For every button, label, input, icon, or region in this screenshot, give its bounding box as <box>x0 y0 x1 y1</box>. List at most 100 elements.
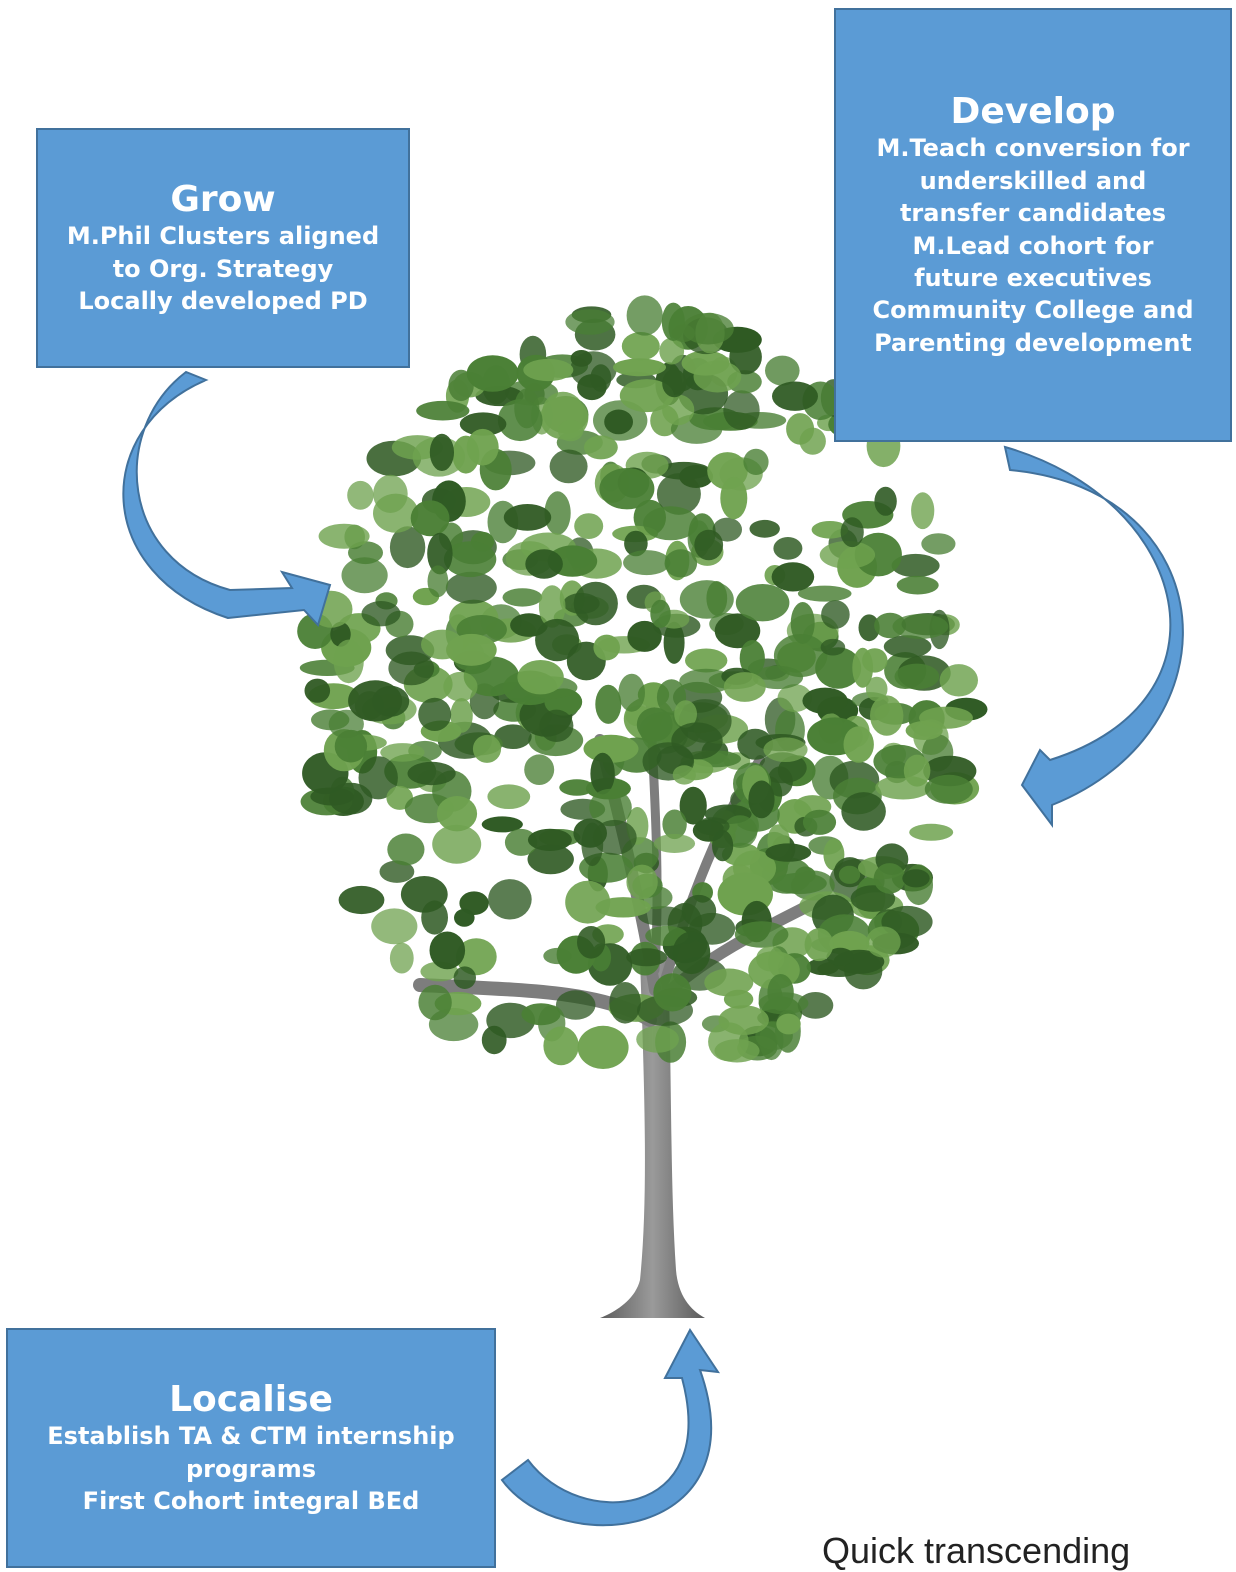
leaf-cluster <box>590 364 612 392</box>
leaf-cluster <box>497 399 543 442</box>
leaf-cluster <box>387 833 425 866</box>
leaf-cluster <box>429 433 454 471</box>
leaf-cluster <box>636 707 673 742</box>
leaf-cluster <box>749 519 780 538</box>
leaf-cluster <box>609 982 641 1024</box>
leaf-cluster <box>865 676 888 702</box>
leaf-cluster <box>909 823 954 841</box>
leaf-cluster <box>388 651 435 686</box>
leaf-cluster <box>504 828 538 856</box>
localise-box: Localise Establish TA & CTM internship p… <box>6 1328 496 1568</box>
leaf-cluster <box>643 506 699 541</box>
leaf-cluster <box>481 1025 507 1055</box>
leaf-cluster <box>765 843 812 862</box>
leaf-cluster <box>544 491 571 535</box>
leaf-cluster <box>574 513 604 539</box>
leaf-cluster <box>523 358 574 382</box>
leaf-cluster <box>427 532 453 575</box>
localise-title: Localise <box>169 1378 333 1420</box>
leaf-cluster <box>896 575 939 595</box>
leaf-cluster <box>416 400 470 421</box>
leaf-cluster <box>589 788 632 827</box>
leaf-cluster <box>329 782 373 815</box>
leaf-cluster <box>773 634 828 678</box>
leaf-cluster <box>347 480 374 510</box>
leaf-cluster <box>723 672 766 702</box>
leaf-cluster <box>802 809 837 835</box>
leaf-cluster <box>902 869 930 888</box>
leaf-cluster <box>502 588 543 607</box>
leaf-cluster <box>466 355 519 392</box>
localise-line: Establish TA & CTM internship <box>47 1422 455 1451</box>
leaf-cluster <box>450 698 473 733</box>
leaf-cluster <box>870 695 904 736</box>
leaf-cluster <box>455 938 497 976</box>
leaf-cluster <box>623 550 671 576</box>
leaf-cluster <box>517 660 564 695</box>
leaf-cluster <box>873 863 906 894</box>
leaf-cluster <box>840 517 864 548</box>
tree-trunk <box>600 960 705 1318</box>
leaf-cluster <box>704 968 754 997</box>
leaf-cluster <box>618 673 645 712</box>
leaf-cluster <box>662 809 687 840</box>
leaf-cluster <box>723 390 760 430</box>
leaf-cluster <box>883 635 932 658</box>
leaf-cluster <box>734 921 789 948</box>
leaf-cluster <box>436 796 478 832</box>
leaf-cluster <box>804 928 834 962</box>
grow-box: Grow M.Phil Clusters aligned to Org. Str… <box>36 128 410 368</box>
leaf-cluster <box>593 634 620 661</box>
leaf-cluster <box>729 339 762 375</box>
leaf-cluster <box>854 532 902 577</box>
leaf-cluster <box>613 358 666 377</box>
grow-line: Locally developed PD <box>78 286 368 315</box>
leaf-cluster <box>494 724 532 749</box>
leaf-cluster <box>739 640 765 677</box>
leaf-cluster <box>459 412 507 436</box>
leaf-cluster <box>911 492 935 530</box>
leaf-cluster <box>373 474 408 513</box>
leaf-cluster <box>685 648 728 673</box>
leaf-cluster <box>743 448 769 475</box>
leaf-cluster <box>338 885 385 915</box>
leaf-cluster <box>682 312 734 345</box>
leaf-cluster <box>577 926 606 959</box>
leaf-cluster <box>903 754 931 787</box>
leaf-cluster <box>820 638 846 656</box>
leaf-cluster <box>524 754 555 785</box>
leaf-cluster <box>543 1026 579 1066</box>
tree-canopy <box>297 295 988 1069</box>
leaf-cluster <box>679 786 707 825</box>
leaf-cluster <box>924 774 973 804</box>
leaf-cluster <box>777 684 813 713</box>
leaf-cluster <box>671 324 696 343</box>
develop-line: M.Teach conversion for <box>876 134 1190 163</box>
leaf-cluster <box>694 529 724 561</box>
leaf-cluster <box>653 834 696 853</box>
leaf-cluster <box>577 1025 629 1069</box>
leaf-cluster <box>570 350 593 367</box>
leaf-cluster <box>488 879 532 920</box>
leaf-cluster <box>454 908 475 927</box>
develop-box: Develop M.Teach conversion for underskil… <box>834 8 1232 442</box>
leaf-cluster <box>659 337 685 365</box>
leaf-cluster <box>758 992 809 1015</box>
leaf-cluster <box>527 828 572 852</box>
leaf-cluster <box>718 1005 769 1035</box>
develop-line: transfer candidates <box>899 199 1167 228</box>
leaf-cluster <box>866 926 901 958</box>
leaf-cluster <box>361 601 401 627</box>
leaf-cluster <box>555 990 596 1020</box>
leaf-cluster <box>657 461 711 480</box>
leaf-cluster <box>797 585 852 602</box>
leaf-cluster <box>599 468 655 510</box>
leaf-cluster <box>811 521 849 539</box>
leaf-cluster <box>443 671 478 702</box>
leaf-cluster <box>720 476 748 520</box>
develop-title: Develop <box>950 90 1116 132</box>
leaf-cluster <box>671 722 723 760</box>
leaf-cluster <box>797 992 834 1019</box>
leaf-cluster <box>584 435 618 460</box>
